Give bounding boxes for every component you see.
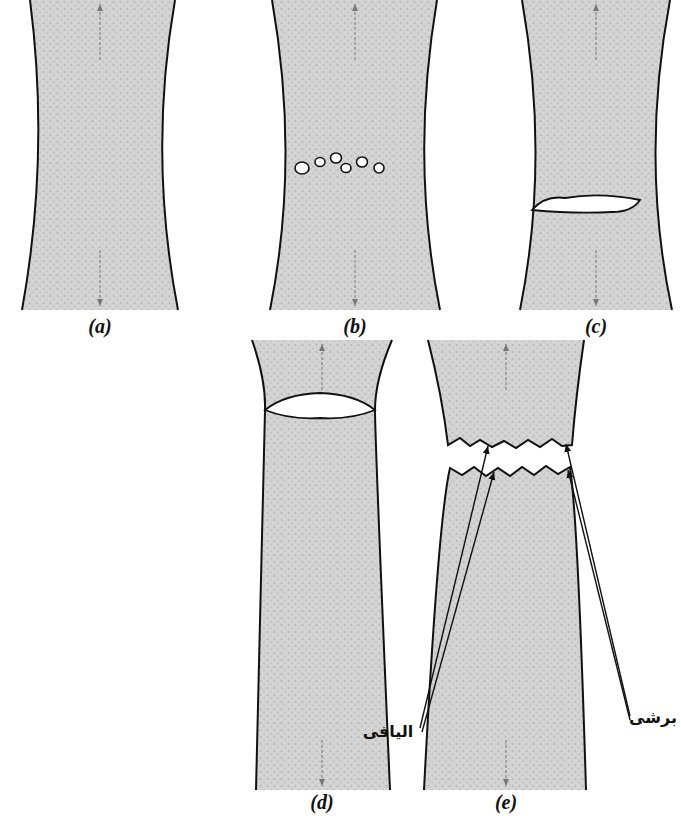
panel-caption: (b): [343, 315, 366, 337]
panel-caption: (d): [310, 791, 333, 813]
fibrous-zone-label: الیافی: [363, 723, 414, 741]
panel-caption: (c): [585, 315, 607, 337]
panel-caption: (a): [88, 315, 111, 337]
shear-zone-label: برشی: [629, 709, 677, 727]
panel-caption: (e): [495, 791, 517, 813]
